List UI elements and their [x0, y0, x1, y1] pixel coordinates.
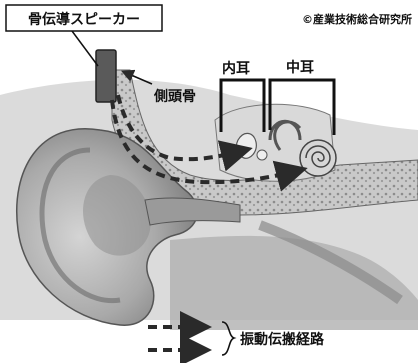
inner-ear-label: 内耳 [222, 60, 250, 77]
speaker-leader-line [72, 31, 98, 66]
copyright-text: ©産業技術総合研究所 [302, 12, 412, 26]
middle-ear-label: 中耳 [286, 59, 314, 76]
cochlea [300, 140, 336, 176]
bone-conduction-speaker [96, 50, 116, 102]
speaker-label: 骨伝導スピーカー [28, 11, 140, 28]
temporal-bone-label: 側頭骨 [153, 88, 196, 105]
ossicle-stapes [257, 150, 267, 160]
ossicles [236, 133, 256, 158]
legend-label: 振動伝搬経路 [240, 331, 325, 348]
